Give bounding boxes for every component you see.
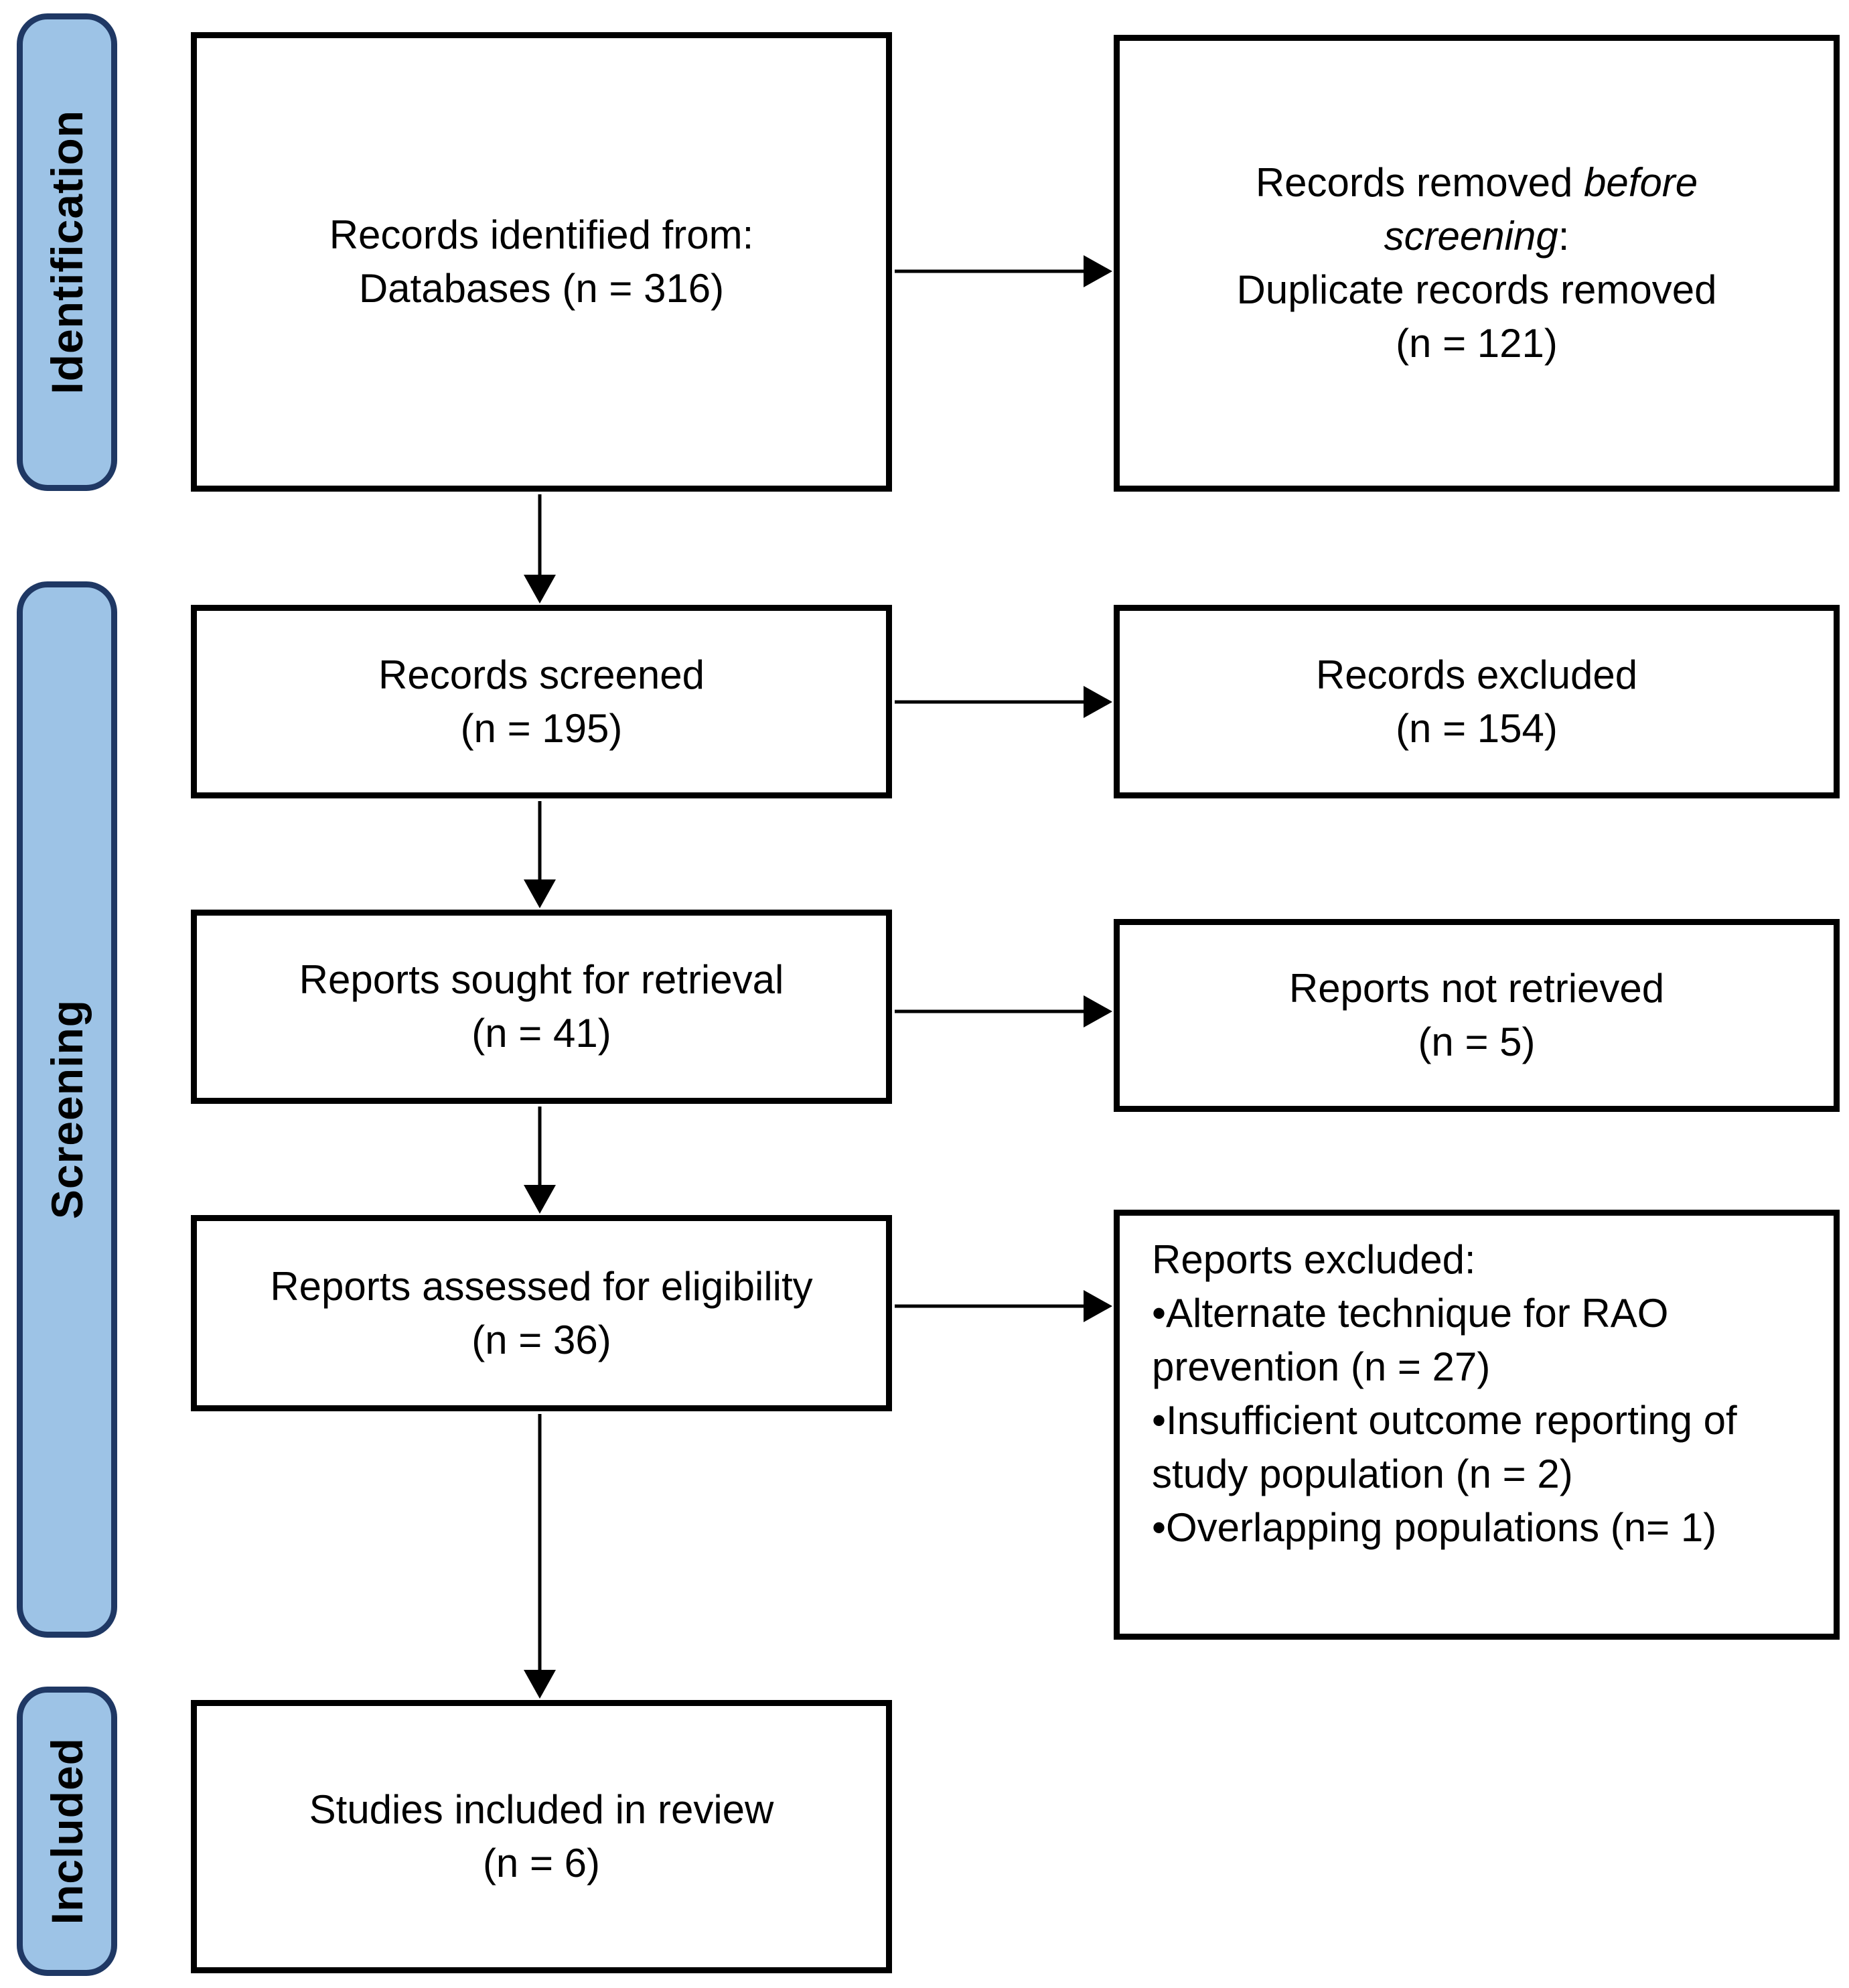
- reports-not-retrieved-line1: Reports not retrieved: [1288, 966, 1665, 1011]
- reports-excluded-bullet-2: •Insufficient outcome reporting of study…: [1152, 1398, 1737, 1496]
- records-removed-text: Records removed before screening: Duplic…: [1167, 156, 1787, 370]
- records-excluded-line1: Records excluded: [1315, 652, 1638, 697]
- arrow-identified-to-screened: [524, 494, 556, 604]
- reports-sought-line2: (n = 41): [471, 1011, 611, 1056]
- arrow-sought-to-not-retrieved: [895, 995, 1112, 1027]
- stage-label-included: Included: [42, 1737, 92, 1925]
- studies-included-line1: Studies included in review: [309, 1787, 774, 1832]
- box-records-identified: Records identified from: Databases (n = …: [191, 32, 892, 492]
- stage-label-screening: Screening: [42, 999, 92, 1220]
- box-records-removed: Records removed before screening: Duplic…: [1114, 35, 1840, 492]
- stage-tab-identification: Identification: [17, 13, 117, 491]
- stage-tab-screening: Screening: [17, 581, 117, 1638]
- records-removed-line1-pre: Records removed: [1255, 160, 1584, 205]
- stage-label-identification: Identification: [42, 110, 92, 395]
- records-removed-line2: Duplicate records removed: [1236, 267, 1717, 312]
- records-removed-line1-post: :: [1558, 214, 1570, 259]
- studies-included-line2: (n = 6): [482, 1841, 601, 1886]
- reports-assessed-line2: (n = 36): [471, 1317, 611, 1362]
- box-studies-included: Studies included in review (n = 6): [191, 1700, 892, 1973]
- reports-excluded-bullet-3: •Overlapping populations (n= 1): [1152, 1505, 1717, 1550]
- records-removed-line1-italic: before screening: [1384, 160, 1698, 259]
- reports-not-retrieved-line2: (n = 5): [1418, 1019, 1536, 1064]
- records-screened-line2: (n = 195): [460, 705, 623, 751]
- arrow-screened-to-sought: [524, 801, 556, 908]
- reports-sought-line1: Reports sought for retrieval: [299, 957, 784, 1002]
- box-reports-excluded: Reports excluded: •Alternate technique f…: [1114, 1210, 1840, 1640]
- records-excluded-line2: (n = 154): [1396, 705, 1558, 751]
- box-reports-not-retrieved: Reports not retrieved (n = 5): [1114, 919, 1840, 1112]
- records-identified-line1: Records identified from:: [329, 212, 754, 257]
- box-records-excluded: Records excluded (n = 154): [1114, 605, 1840, 798]
- box-reports-sought: Reports sought for retrieval (n = 41): [191, 910, 892, 1104]
- records-identified-line2: Databases (n = 316): [358, 266, 725, 311]
- records-screened-line1: Records screened: [378, 652, 705, 697]
- box-records-screened: Records screened (n = 195): [191, 605, 892, 798]
- records-removed-line3: (n = 121): [1396, 321, 1558, 366]
- arrow-assessed-to-included: [524, 1414, 556, 1699]
- arrow-screened-to-excluded: [895, 686, 1112, 718]
- box-reports-assessed: Reports assessed for eligibility (n = 36…: [191, 1215, 892, 1411]
- reports-excluded-title: Reports excluded:: [1152, 1237, 1476, 1282]
- arrow-assessed-to-reports-excluded: [895, 1290, 1112, 1322]
- stage-tab-included: Included: [17, 1687, 117, 1976]
- reports-excluded-bullet-1: •Alternate technique for RAO prevention …: [1152, 1291, 1669, 1389]
- reports-assessed-line1: Reports assessed for eligibility: [270, 1263, 813, 1309]
- arrow-identified-to-removed: [895, 255, 1112, 287]
- arrow-sought-to-assessed: [524, 1107, 556, 1214]
